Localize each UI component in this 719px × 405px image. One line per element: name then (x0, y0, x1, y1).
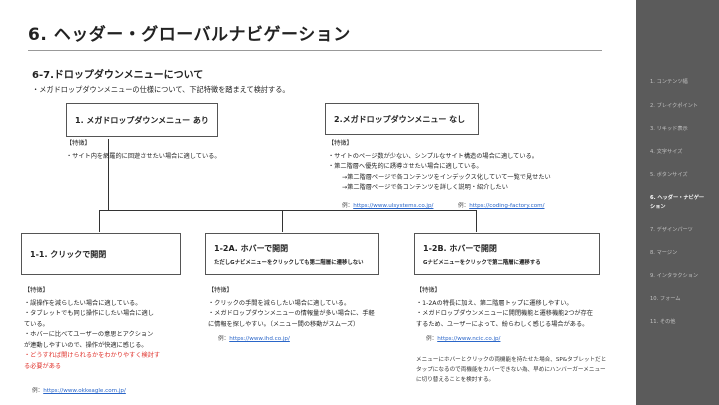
box-hover-2a-title: 1-2A. ホバーで開閉 (214, 243, 289, 253)
features-head: 【特徴】 (24, 287, 49, 294)
feature-line: →第二階層ページで各コンテンツをインデックス化していて一覧で見せたい (342, 173, 551, 181)
sidebar-item-breakpoint[interactable]: 2. ブレイクポイント (650, 103, 698, 109)
feature-line: に情報を探しやすい。（メニュー間の移動がスムーズ） (208, 320, 360, 328)
feature-line: が連動しやすいので、操作が快適に感じる。 (24, 341, 148, 349)
connector-click (99, 210, 100, 232)
example-hover-2a: 例：https://www.ihd.co.jp/ (218, 334, 290, 342)
connector-hover-2a (282, 210, 283, 232)
page-title: 6. ヘッダー・グローバルナビゲーション (28, 25, 351, 45)
example-link-coding-factory[interactable]: https://coding-factory.com/ (469, 203, 545, 209)
feature-line: ・1-2Aの特長に加え、第二階層トップに遷移しやすい。 (416, 299, 573, 307)
sidebar-item-liquid[interactable]: 3. リキッド表示 (650, 126, 688, 132)
box-mega-yes: 1. メガドロップダウンメニュー あり (66, 103, 218, 137)
example-prefix: 例： (426, 336, 438, 342)
example-link-ihd[interactable]: https://www.ihd.co.jp/ (229, 336, 290, 342)
features-click-open: 【特徴】 ・誤操作を減らしたい場合に適している。 ・タブレットでも同じ操作にした… (24, 286, 160, 372)
feature-line: ・サイト内を網羅的に回遊させたい場合に適している。 (66, 152, 221, 160)
feature-line: ・メガドロップダウンメニューに開閉機能と遷移機能2つが存在 (416, 310, 593, 317)
example-link-ncic[interactable]: https://www.ncic.co.jp/ (437, 336, 501, 342)
sidebar-item-interaction[interactable]: 9. インタラクション (650, 273, 699, 279)
sidebar-item-button-size[interactable]: 5. ボタンサイズ (650, 172, 688, 178)
box-hover-2b-subtitle: Gナビメニューをクリックで第二階層に遷移する (423, 259, 541, 266)
box-click-open-title: 1-1. クリックで開閉 (30, 249, 107, 259)
sidebar-item-content-width[interactable]: 1. コンテンツ幅 (650, 79, 688, 85)
connector-mega-down (108, 139, 109, 210)
example-mega-no-2: 例：https://coding-factory.com/ (458, 201, 544, 209)
features-head: 【特徴】 (416, 287, 441, 294)
sidebar-item-header-nav-cont: ション (650, 204, 666, 210)
sidebar-item-form[interactable]: 10. フォーム (650, 296, 681, 302)
note-line: タップになるので両機能をカバーできない為、早めにハンバーガーメニュー (416, 367, 606, 373)
example-click-open: 例：https://www.okkeagle.com.jp/ (32, 386, 126, 394)
features-mega-no: 【特徴】 ・サイトのページ数が少ない、シンプルなサイト構造の場合に適している。 … (328, 139, 551, 194)
section-heading: 6-7.ドロップダウンメニューについて (32, 70, 204, 81)
sidebar-item-design-parts[interactable]: 7. デザインパーツ (650, 227, 693, 233)
example-prefix: 例： (458, 203, 470, 209)
sidebar-item-margin[interactable]: 8. マージン (650, 250, 678, 256)
example-prefix: 例： (342, 203, 354, 209)
note-line: メニューにホバーとクリックの両機能を持たせた場合、SP&タブレットだと (416, 357, 607, 363)
connector-branch (99, 210, 476, 211)
features-hover-2b: 【特徴】 ・1-2Aの特長に加え、第二階層トップに遷移しやすい。 ・メガドロップ… (416, 286, 593, 330)
feature-line: ・クリックの手間を減らしたい場合に適している。 (208, 299, 351, 307)
box-hover-2b: 1-2B. ホバーで開閉 Gナビメニューをクリックで第二階層に遷移する (414, 233, 600, 275)
note-line: に切り替えることを検討する。 (416, 377, 495, 383)
box-hover-2a-subtitle: ただしGナビメニューをクリックしても第二階層に遷移しない (214, 259, 364, 266)
feature-line: ・サイトのページ数が少ない、シンプルなサイト構造の場合に適している。 (328, 152, 538, 160)
feature-line: ・ホバーに比べてユーザーの意思とアクション (24, 331, 154, 338)
intro-text: ・メガドロップダウンメニューの仕様について、下記特徴を踏まえて検討する。 (32, 85, 290, 94)
hover-note: メニューにホバーとクリックの両機能を持たせた場合、SP&タブレットだと タップに… (416, 355, 606, 385)
warning-line: ・どうすれば開けられるかをわかりやすく検討す (24, 352, 161, 359)
feature-line: ・誤操作を減らしたい場合に適している。 (24, 299, 142, 307)
example-mega-no-1: 例：https://www.ulsystems.co.jp/ (342, 201, 433, 209)
sidebar-item-other[interactable]: 11. その他 (650, 319, 676, 325)
sidebar-item-header-nav[interactable]: 6. ヘッダー・ナビゲー (650, 195, 705, 201)
warning-line: る必要がある (24, 362, 62, 370)
box-mega-yes-title: 1. メガドロップダウンメニュー あり (75, 115, 209, 125)
box-click-open: 1-1. クリックで開閉 (21, 233, 181, 275)
sidebar-nav: 1. コンテンツ幅 2. ブレイクポイント 3. リキッド表示 4. 文字サイズ… (636, 0, 719, 405)
example-prefix: 例： (218, 336, 230, 342)
feature-line: ・メガドロップダウンメニューの情報量が多い場合に、手軽 (208, 310, 375, 317)
feature-line: ・第二階層へ優先的に誘導させたい場合に適している。 (328, 163, 483, 170)
features-head: 【特徴】 (66, 140, 91, 147)
title-divider (28, 50, 602, 51)
example-link-ulsystems[interactable]: https://www.ulsystems.co.jp/ (353, 203, 434, 209)
feature-line: ・タブレットでも同じ操作にしたい場合に適し (24, 310, 154, 317)
box-hover-2b-title: 1-2B. ホバーで開閉 (423, 243, 497, 253)
example-hover-2b: 例：https://www.ncic.co.jp/ (426, 334, 500, 342)
features-hover-2a: 【特徴】 ・クリックの手間を減らしたい場合に適している。 ・メガドロップダウンメ… (208, 286, 375, 330)
features-head: 【特徴】 (208, 287, 233, 294)
connector-hover-2b (476, 210, 477, 232)
sidebar-item-font-size[interactable]: 4. 文字サイズ (650, 149, 683, 155)
example-prefix: 例： (32, 388, 44, 394)
box-hover-2a: 1-2A. ホバーで開閉 ただしGナビメニューをクリックしても第二階層に遷移しな… (205, 233, 379, 275)
box-mega-no-title: 2.メガドロップダウンメニュー なし (334, 114, 466, 124)
feature-line: するため、ユーザーによって、紛らわしく感じる場合がある。 (416, 320, 589, 328)
feature-line: →第二階層ページで各コンテンツを詳しく説明・紹介したい (342, 184, 508, 191)
example-link-okkeagle[interactable]: https://www.okkeagle.com.jp/ (43, 388, 126, 394)
feature-line: ている。 (24, 320, 49, 328)
box-mega-no: 2.メガドロップダウンメニュー なし (325, 103, 479, 135)
features-head: 【特徴】 (328, 140, 353, 147)
features-mega-yes: 【特徴】 ・サイト内を網羅的に回遊させたい場合に適している。 (66, 139, 221, 162)
